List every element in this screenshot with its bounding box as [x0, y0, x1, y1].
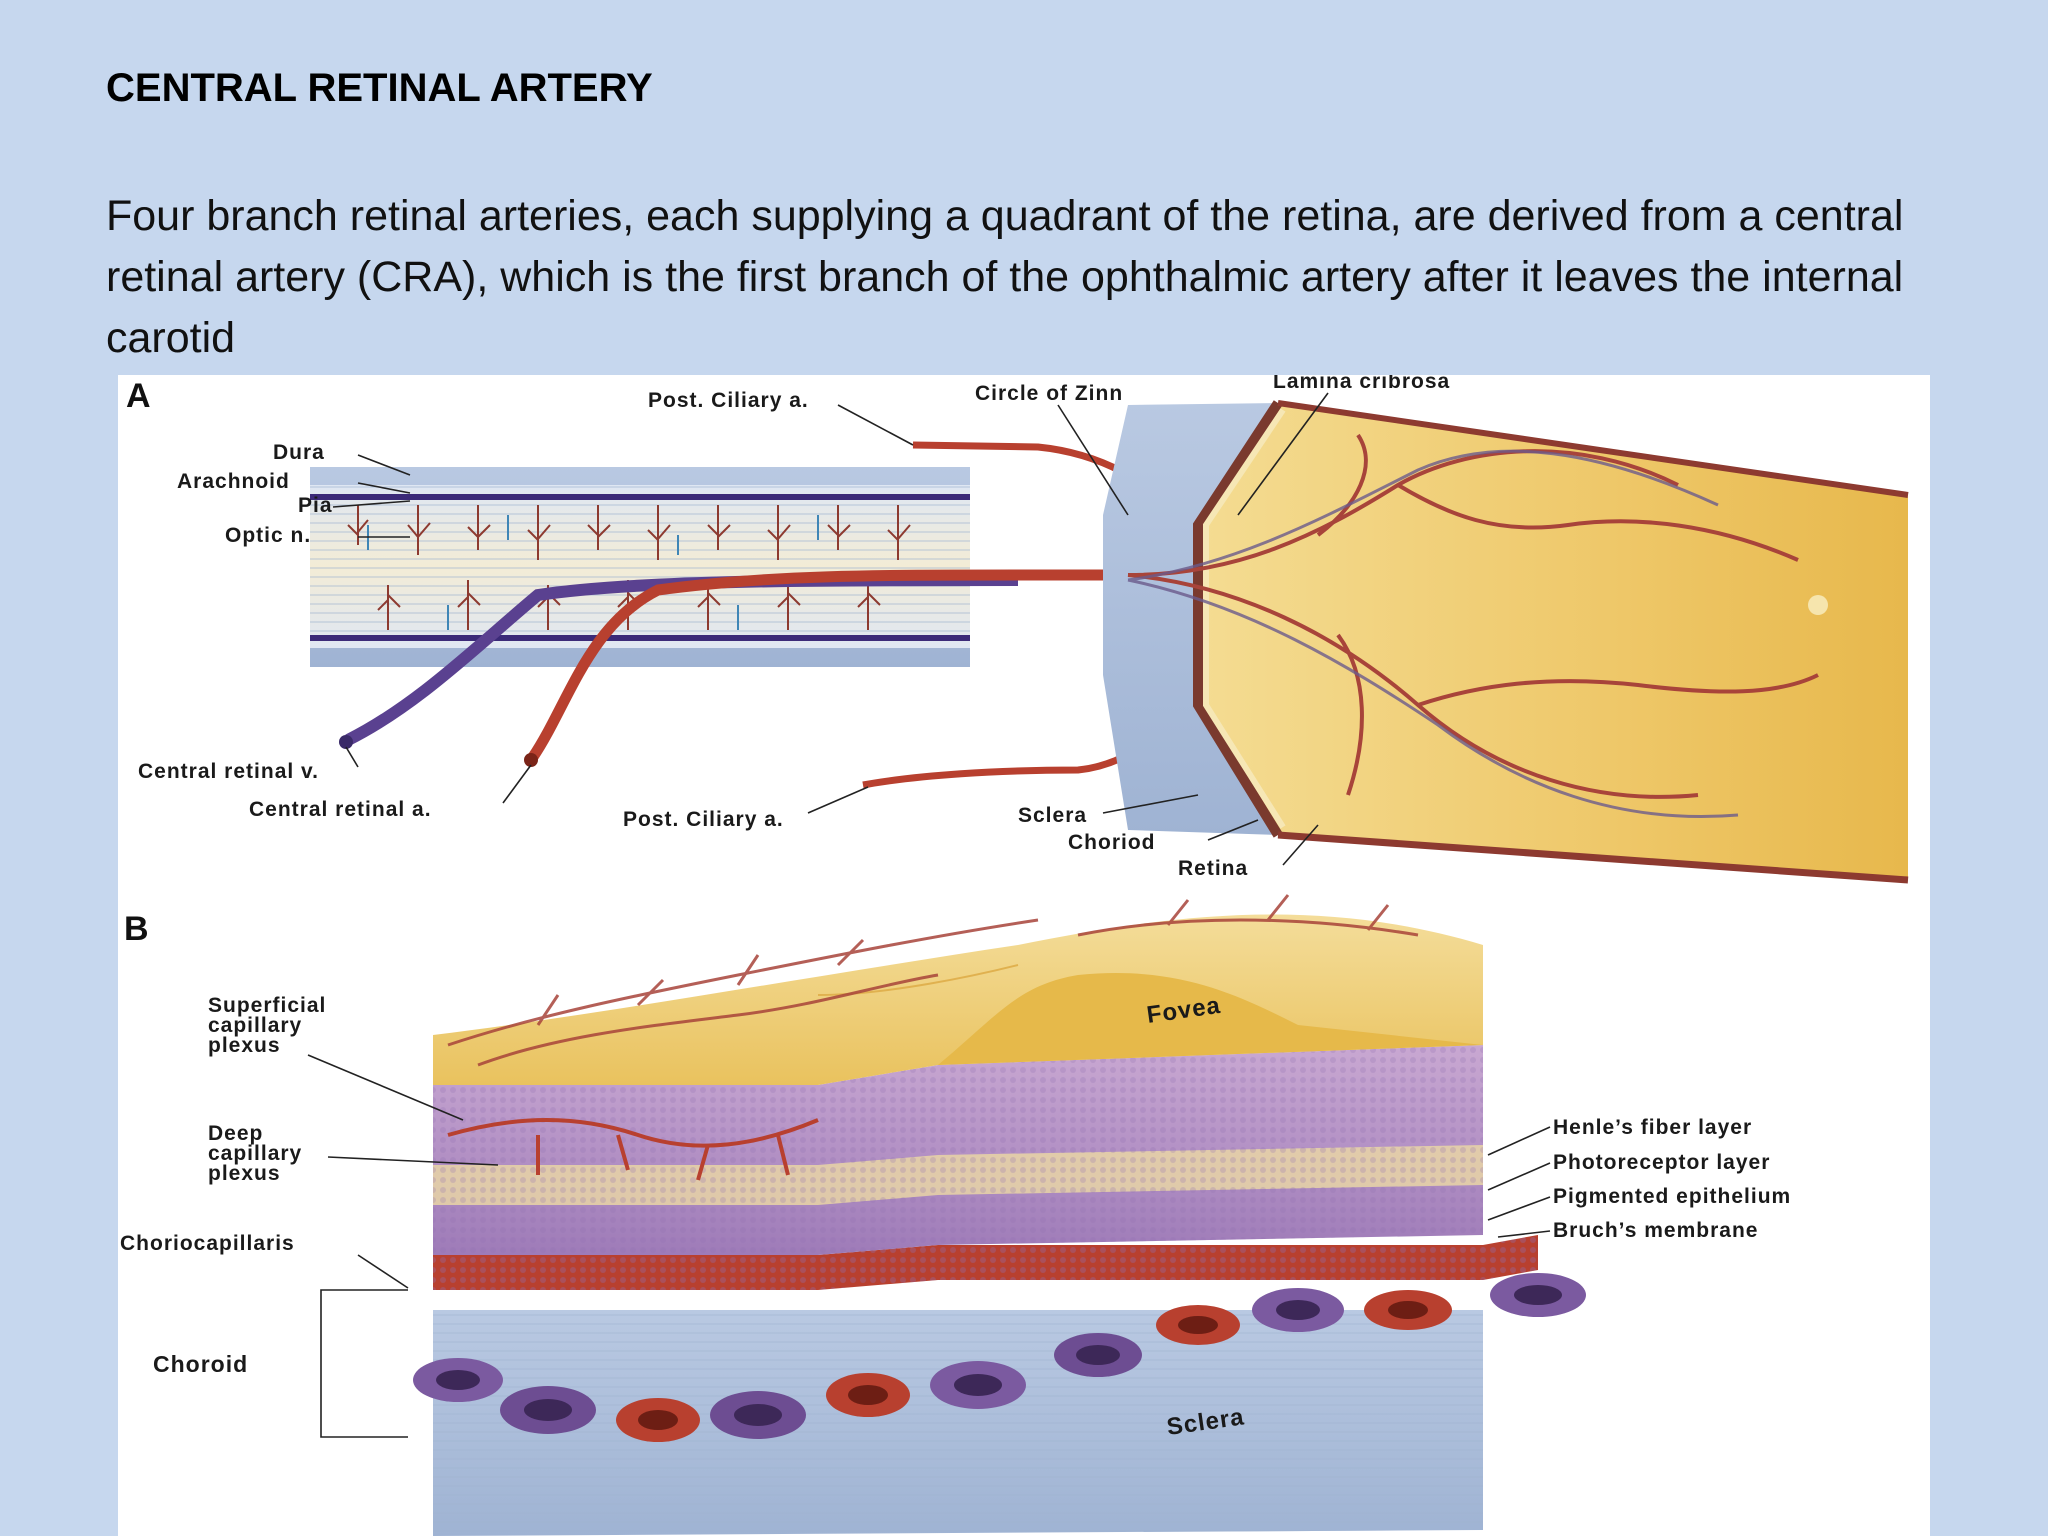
- label-choroid-b: Choroid: [153, 1351, 248, 1377]
- panel-b-letter: B: [124, 910, 149, 948]
- label-retina: Retina: [1178, 857, 1248, 880]
- label-choriod: Choriod: [1068, 831, 1155, 854]
- retina-surface: [1198, 403, 1908, 880]
- label-superficial-2: capillary: [208, 1014, 302, 1037]
- label-arachnoid: Arachnoid: [177, 470, 290, 493]
- choroid-vessels: [413, 1273, 1586, 1442]
- fovea-pit: [938, 973, 1483, 1065]
- label-post-ciliary-top: Post. Ciliary a.: [648, 389, 809, 412]
- superficial-capillary-plexus: [447, 894, 1419, 1067]
- label-dura: Dura: [273, 441, 325, 464]
- label-henle: Henle’s fiber layer: [1553, 1116, 1752, 1139]
- label-post-ciliary-bottom: Post. Ciliary a.: [623, 808, 784, 831]
- label-superficial-3: plexus: [208, 1034, 281, 1057]
- label-superficial-1: Superficial: [208, 994, 326, 1017]
- label-deep-3: plexus: [208, 1162, 281, 1185]
- sclera-wall: [1103, 403, 1278, 835]
- label-central-retinal-v: Central retinal v.: [138, 760, 319, 783]
- panel-a: A: [126, 375, 1909, 884]
- label-pia: Pia: [298, 494, 333, 517]
- label-optic-n: Optic n.: [225, 524, 311, 547]
- label-deep-1: Deep: [208, 1122, 263, 1145]
- label-deep-2: capillary: [208, 1142, 302, 1165]
- central-retinal-artery: [528, 569, 1128, 761]
- deep-capillary-plexus: [447, 1118, 819, 1181]
- label-choriocapillaris: Choriocapillaris: [120, 1232, 295, 1255]
- panel-a-letter: A: [126, 377, 151, 415]
- label-central-retinal-a: Central retinal a.: [249, 798, 432, 821]
- anatomy-figure: A: [118, 375, 1930, 1536]
- label-sclera-a: Sclera: [1018, 804, 1087, 827]
- label-photoreceptor: Photoreceptor layer: [1553, 1151, 1770, 1174]
- macula: [1808, 595, 1828, 615]
- label-bruch: Bruch’s membrane: [1553, 1219, 1758, 1242]
- label-circle-of-zinn: Circle of Zinn: [975, 382, 1123, 405]
- slide-title: CENTRAL RETINAL ARTERY: [106, 66, 653, 110]
- retinal-branch-arteries: [1127, 433, 1819, 799]
- panel-b: B: [120, 894, 1791, 1536]
- slide-body-text: Four branch retinal arteries, each suppl…: [106, 192, 1904, 362]
- label-lamina-cribrosa: Lamina cribrosa: [1273, 375, 1450, 393]
- anatomy-illustration: A: [120, 375, 1909, 1536]
- label-pigmented: Pigmented epithelium: [1553, 1185, 1791, 1208]
